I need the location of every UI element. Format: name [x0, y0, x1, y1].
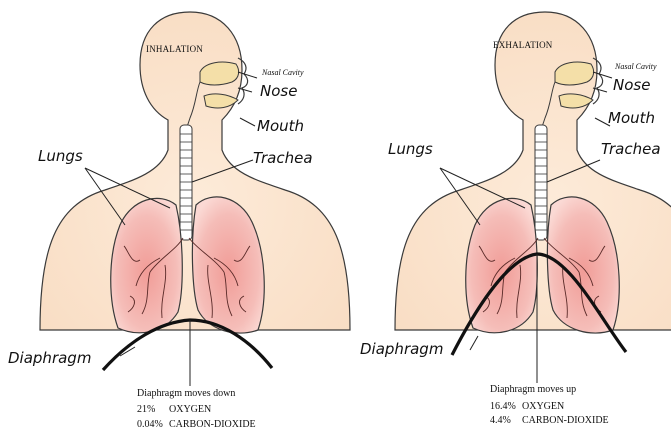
exhalation-figure: [395, 12, 671, 333]
stat-value: 16.4%: [490, 401, 522, 412]
label-diaphragm: Diaphragm: [8, 349, 91, 367]
panel-title-inhalation: INHALATION: [146, 44, 203, 54]
stat-gas: CARBON-DIOXIDE: [169, 419, 256, 430]
stat-row: 16.4%OXYGEN: [490, 401, 564, 412]
stat-row: 21%OXYGEN: [137, 404, 211, 415]
label-trachea: Trachea: [601, 140, 661, 158]
stat-row: 0.04%CARBON-DIOXIDE: [137, 419, 256, 430]
stat-gas: OXYGEN: [522, 401, 564, 412]
inhalation-figure: [40, 12, 350, 333]
label-nasal-cavity: Nasal Cavity: [615, 62, 657, 71]
label-lungs: Lungs: [38, 147, 83, 165]
stat-gas: CARBON-DIOXIDE: [522, 415, 609, 426]
label-nasal-cavity: Nasal Cavity: [262, 68, 304, 77]
label-lungs: Lungs: [388, 140, 433, 158]
stat-value: 4.4%: [490, 415, 522, 426]
stat-value: 0.04%: [137, 419, 169, 430]
label-nose: Nose: [613, 76, 650, 94]
caption-inhalation: Diaphragm moves down: [137, 388, 235, 399]
label-mouth: Mouth: [608, 109, 655, 127]
label-trachea: Trachea: [253, 149, 313, 167]
stat-gas: OXYGEN: [169, 404, 211, 415]
label-nose: Nose: [260, 82, 297, 100]
stat-value: 21%: [137, 404, 169, 415]
label-mouth: Mouth: [257, 117, 304, 135]
panel-title-exhalation: EXHALATION: [493, 40, 553, 50]
label-diaphragm: Diaphragm: [360, 340, 443, 358]
stat-row: 4.4%CARBON-DIOXIDE: [490, 415, 609, 426]
caption-exhalation: Diaphragm moves up: [490, 384, 576, 395]
